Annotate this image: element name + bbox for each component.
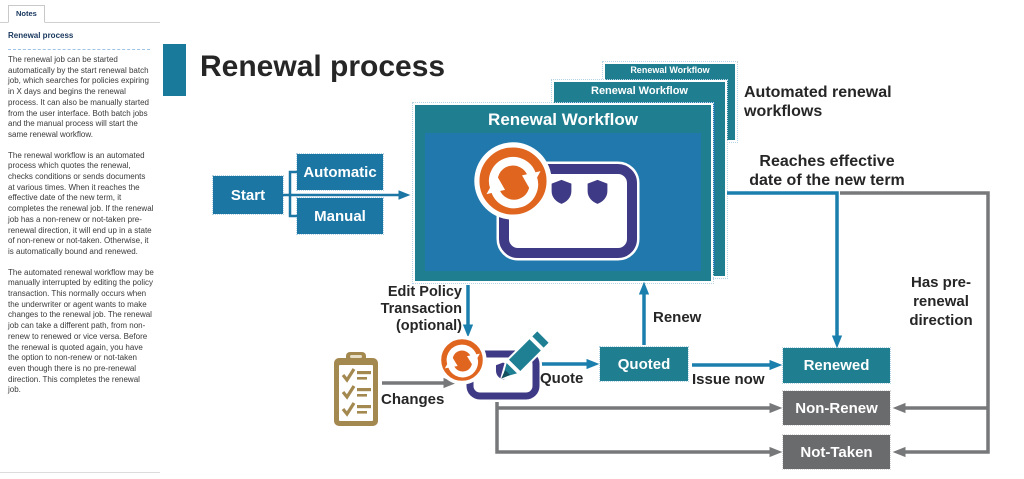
annotation-line: direction xyxy=(909,312,973,329)
node-not-taken: Not-Taken xyxy=(782,434,891,470)
title-accent-bar xyxy=(163,44,186,96)
node-manual-label: Manual xyxy=(314,207,366,225)
annotation-line: Has pre- xyxy=(910,274,972,291)
annotation-line: Transaction xyxy=(380,301,462,317)
line-start-branch xyxy=(288,170,297,218)
tab-divider xyxy=(0,22,160,23)
has-pre-renewal-annotation: Has pre- renewal direction xyxy=(895,273,987,330)
edge-label-quote: Quote xyxy=(540,370,584,387)
reaches-effective-annotation: Reaches effective date of the new term xyxy=(737,152,917,190)
edge-label-renew: Renew xyxy=(653,309,702,326)
node-start: Start xyxy=(212,175,284,215)
sidebar-heading: Renewal process xyxy=(8,31,74,40)
node-renewed-label: Renewed xyxy=(803,357,870,374)
annotation-line: Reaches effective xyxy=(759,153,895,170)
annotation-line: workflows xyxy=(744,103,823,120)
annotation-line: (optional) xyxy=(395,318,462,334)
edit-pencil-icon xyxy=(499,329,551,381)
node-start-label: Start xyxy=(230,186,266,204)
annotation-line: renewal xyxy=(913,293,969,310)
node-renewed: Renewed xyxy=(782,347,891,384)
edge-label-issue-now: Issue now xyxy=(692,371,765,388)
node-not-taken-label: Not-Taken xyxy=(800,443,873,461)
node-automatic-label: Automatic xyxy=(303,163,377,181)
node-manual: Manual xyxy=(296,197,384,235)
stacked-box-title: Renewal Workflow xyxy=(630,65,710,75)
annotation-line: Automated renewal xyxy=(744,84,892,101)
arrow-effective-date-to-renewed xyxy=(727,191,843,349)
notes-paragraph-2: The renewal workflow is an automated pro… xyxy=(8,150,154,256)
node-non-renew-label: Non-Renew xyxy=(795,399,878,417)
notes-paragraph-3: The automated renewal workflow may be ma… xyxy=(8,267,154,395)
shield-icon xyxy=(551,179,608,204)
renewal-sync-small-icon xyxy=(437,335,487,385)
automated-workflows-annotation: Automated renewal workflows xyxy=(744,83,892,121)
edge-label-changes: Changes xyxy=(381,391,445,408)
workflow-box-title: Renewal Workflow xyxy=(488,110,638,129)
page-title: Renewal process xyxy=(200,50,446,83)
node-automatic: Automatic xyxy=(296,153,384,191)
dotted-separator xyxy=(8,49,150,50)
notes-sidebar: Notes Renewal process The renewal job ca… xyxy=(0,0,160,479)
node-quoted: Quoted xyxy=(599,346,689,382)
tab-notes[interactable]: Notes xyxy=(8,5,45,23)
annotation-line: Edit Policy xyxy=(387,284,462,300)
node-non-renew: Non-Renew xyxy=(782,390,891,426)
arrow-edit-to-not-taken xyxy=(495,400,783,458)
sidebar-notes-text: The renewal job can be started automatic… xyxy=(8,55,154,406)
edit-policy-annotation: Edit Policy Transaction (optional) xyxy=(347,284,462,335)
stacked-box-title: Renewal Workflow xyxy=(591,85,688,97)
annotation-line: date of the new term xyxy=(749,172,905,189)
sidebar-scrollbar-track[interactable] xyxy=(0,472,160,473)
node-quoted-label: Quoted xyxy=(617,355,671,373)
changes-clipboard-icon xyxy=(334,352,378,426)
renewal-workflow-box: Renewal Workflow xyxy=(412,102,714,284)
renewal-sync-icon xyxy=(474,142,552,220)
notes-paragraph-1: The renewal job can be started automatic… xyxy=(8,55,149,139)
